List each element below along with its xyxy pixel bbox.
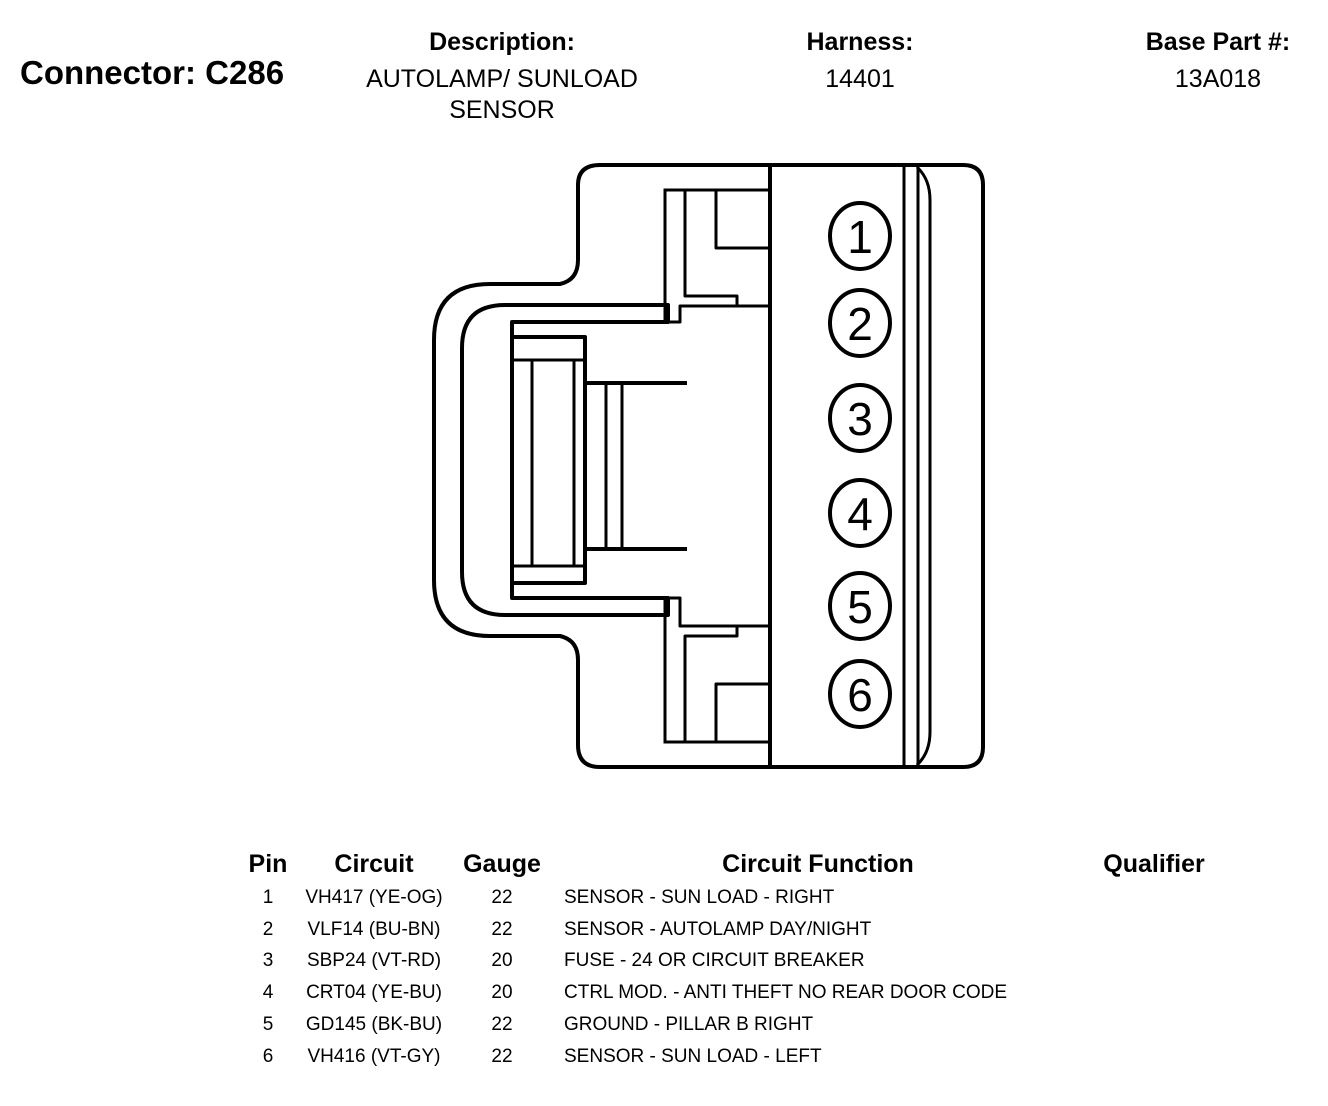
function-cell: GROUND - PILLAR B RIGHT xyxy=(564,1014,814,1036)
gauge-cell: 20 xyxy=(491,982,513,1004)
connector-title: Connector: C286 xyxy=(20,54,285,91)
function-cell: SENSOR - SUN LOAD - RIGHT xyxy=(564,886,835,908)
pin-number-label: 3 xyxy=(847,393,873,445)
pin-number-label: 2 xyxy=(847,298,873,350)
pin-group: 1 2 3 4 5 6 xyxy=(828,201,892,729)
latch-loop xyxy=(460,303,670,617)
connector-face-diagram: 1 2 3 4 5 6 xyxy=(432,163,985,769)
function-cell: CTRL MOD. - ANTI THEFT NO REAR DOOR CODE xyxy=(564,982,1008,1004)
pin-number-label: 6 xyxy=(847,669,873,721)
header-qualifier: Qualifier xyxy=(1103,849,1205,878)
pin-cell: 2 xyxy=(262,918,274,940)
upper-key-slot xyxy=(714,188,772,250)
pin-circle xyxy=(828,478,892,548)
table-row: 6 VH416 (VT-GY) 22 SENSOR - SUN LOAD - LEFT xyxy=(240,1041,1224,1073)
gauge-cell: 22 xyxy=(491,886,513,908)
function-cell: FUSE - 24 OR CIRCUIT BREAKER xyxy=(564,950,865,972)
table-row: 3 SBP24 (VT-RD) 20 FUSE - 24 OR CIRCUIT BRE… xyxy=(240,946,1224,978)
table-row: 5 GD145 (BK-BU) 22 GROUND - PILLAR B RIGHT xyxy=(240,1009,1224,1041)
base-part-value: 13A018 xyxy=(1174,65,1262,93)
pin-number-label: 1 xyxy=(847,211,873,263)
pinout-table: Pin Circuit Gauge Circuit Function Quali… xyxy=(240,846,1224,1073)
circuit-cell: VH416 (VT-GY) xyxy=(307,1045,441,1067)
pin-circle xyxy=(828,288,892,358)
description-value: AUTOLAMP/ SUNLOAD SENSOR xyxy=(366,65,638,124)
function-cell: SENSOR - AUTOLAMP DAY/NIGHT xyxy=(564,918,872,940)
gauge-cell: 20 xyxy=(491,950,513,972)
qualifier-cell xyxy=(1084,977,1224,1009)
pin-cell: 5 xyxy=(262,1014,274,1036)
circuit-cell: CRT04 (YE-BU) xyxy=(306,982,442,1004)
header-circuit-function: Circuit Function xyxy=(722,849,914,878)
qualifier-cell xyxy=(1084,914,1224,946)
header-gauge: Gauge xyxy=(463,849,541,878)
gauge-cell: 22 xyxy=(491,1014,513,1036)
pin-cell: 1 xyxy=(262,886,274,908)
pin-number-label: 5 xyxy=(847,581,873,633)
circuit-cell: GD145 (BK-BU) xyxy=(305,1014,443,1036)
table-row: 2 VLF14 (BU-BN) 22 SENSOR - AUTOLAMP DAY/NI… xyxy=(240,914,1224,946)
latch-channel xyxy=(510,335,587,585)
pin-circle xyxy=(828,383,892,453)
table-row: 1 VH417 (YE-OG) 22 SENSOR - SUN LOAD - RIGH… xyxy=(240,882,1224,914)
connector-body-outline xyxy=(432,163,985,769)
circuit-cell: VLF14 (BU-BN) xyxy=(307,918,441,940)
center-block xyxy=(583,381,687,551)
table-header-row: Pin Circuit Gauge Circuit Function Quali… xyxy=(240,846,1224,882)
header-circuit: Circuit xyxy=(334,849,414,878)
gauge-cell: 22 xyxy=(491,918,513,940)
description-label: Description: xyxy=(429,28,575,56)
harness-value: 14401 xyxy=(825,65,895,93)
header-pin: Pin xyxy=(248,849,288,878)
lower-key-slot xyxy=(714,682,772,744)
function-cell: SENSOR - SUN LOAD - LEFT xyxy=(564,1045,822,1067)
pin-circle xyxy=(828,659,892,729)
qualifier-cell xyxy=(1084,882,1224,914)
face-edge-double xyxy=(902,166,920,766)
pin-cell: 3 xyxy=(262,950,274,972)
pin-cell: 4 xyxy=(262,982,274,1004)
pin-circle xyxy=(828,201,892,271)
face-edge-curve xyxy=(915,165,932,767)
harness-label: Harness: xyxy=(806,28,914,56)
circuit-cell: VH417 (YE-OG) xyxy=(305,886,443,908)
pin-number-label: 4 xyxy=(847,488,873,540)
pin-circle xyxy=(828,571,892,641)
pin-cell: 6 xyxy=(262,1045,274,1067)
base-part-label: Base Part #: xyxy=(1145,28,1291,56)
qualifier-cell xyxy=(1084,1009,1224,1041)
qualifier-cell xyxy=(1084,1041,1224,1073)
circuit-cell: SBP24 (VT-RD) xyxy=(306,950,442,972)
latch-channel-lines xyxy=(572,358,624,568)
table-row: 4 CRT04 (YE-BU) 20 CTRL MOD. - ANTI THEFT N… xyxy=(240,977,1224,1009)
qualifier-cell xyxy=(1084,946,1224,978)
gauge-cell: 22 xyxy=(491,1045,513,1067)
